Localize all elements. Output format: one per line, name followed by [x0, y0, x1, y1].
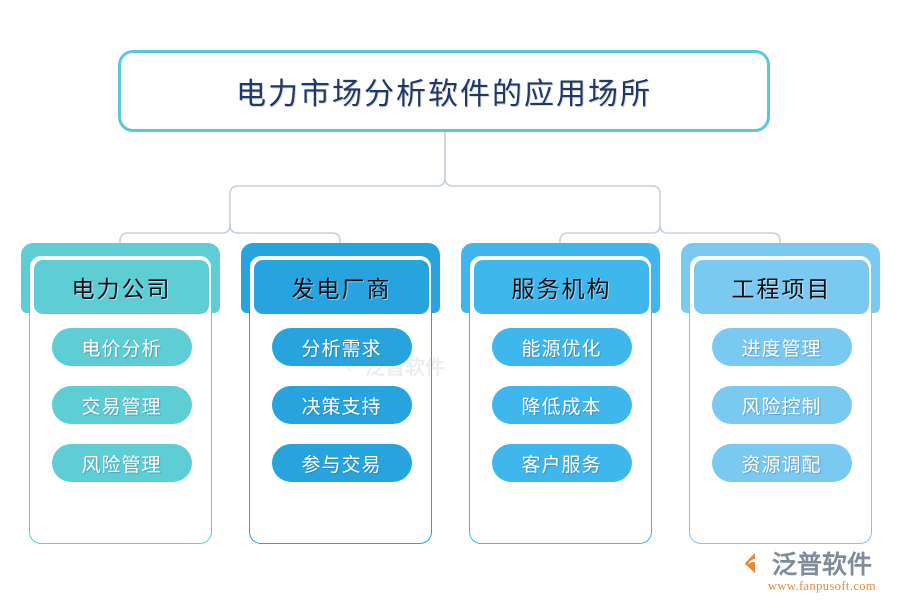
- column-item-label: 风险控制: [741, 396, 822, 418]
- column-item-label: 资源调配: [741, 454, 822, 476]
- ghost-watermark-name: 泛普软件: [365, 356, 445, 379]
- column-item[interactable]: 分析需求: [271, 328, 412, 366]
- diagram-title-box: 电力市场分析软件的应用场所: [118, 50, 770, 132]
- column-item[interactable]: 进度管理: [711, 328, 852, 366]
- column-item-label: 风险管理: [81, 454, 162, 476]
- column-title-label: 服务机构: [511, 277, 612, 302]
- brand-watermark: 泛普软件 www.fanpusoft.com: [742, 548, 894, 594]
- column-item-label: 电价分析: [81, 338, 162, 360]
- watermark-brand-name: 泛普软件: [772, 551, 873, 579]
- column-title-power-generator[interactable]: 发电厂商: [254, 260, 429, 314]
- column-item-list: 能源优化降低成本客户服务: [470, 328, 653, 502]
- column-item[interactable]: 风险管理: [51, 444, 192, 482]
- column-item[interactable]: 能源优化: [491, 328, 632, 366]
- column-power-generator[interactable]: 发电厂商分析需求决策支持参与交易: [241, 243, 440, 544]
- column-item[interactable]: 客户服务: [491, 444, 632, 482]
- fanpu-logo-icon: [744, 552, 755, 574]
- watermark-url: www.fanpusoft.com: [768, 579, 877, 593]
- column-item-label: 降低成本: [521, 396, 602, 418]
- column-title-label: 电力公司: [71, 277, 172, 302]
- column-item-label: 参与交易: [301, 454, 382, 476]
- ghost-watermark: 泛普软件: [340, 348, 470, 382]
- column-engineering-project[interactable]: 工程项目进度管理风险控制资源调配: [681, 243, 880, 544]
- column-item[interactable]: 决策支持: [271, 386, 412, 424]
- column-card: 电力公司电价分析交易管理风险管理: [29, 255, 212, 544]
- column-card: 服务机构能源优化降低成本客户服务: [469, 255, 652, 544]
- column-item[interactable]: 电价分析: [51, 328, 192, 366]
- column-title-label: 工程项目: [731, 277, 832, 302]
- column-item[interactable]: 降低成本: [491, 386, 632, 424]
- column-item[interactable]: 资源调配: [711, 444, 852, 482]
- column-title-label: 发电厂商: [291, 277, 392, 302]
- column-item-label: 进度管理: [741, 338, 822, 360]
- fanpu-logo-icon: [342, 356, 351, 374]
- column-power-company[interactable]: 电力公司电价分析交易管理风险管理: [21, 243, 220, 544]
- column-title-power-company[interactable]: 电力公司: [34, 260, 209, 314]
- column-card: 工程项目进度管理风险控制资源调配: [689, 255, 872, 544]
- column-item-label: 决策支持: [301, 396, 382, 418]
- column-item[interactable]: 风险控制: [711, 386, 852, 424]
- column-title-service-agency[interactable]: 服务机构: [474, 260, 649, 314]
- column-item-list: 电价分析交易管理风险管理: [30, 328, 213, 502]
- column-item-list: 分析需求决策支持参与交易: [250, 328, 433, 502]
- column-item-list: 进度管理风险控制资源调配: [690, 328, 873, 502]
- column-item-label: 分析需求: [301, 338, 382, 360]
- column-service-agency[interactable]: 服务机构能源优化降低成本客户服务: [461, 243, 660, 544]
- watermark-row: 泛普软件: [742, 548, 894, 579]
- column-item[interactable]: 交易管理: [51, 386, 192, 424]
- column-item-label: 交易管理: [81, 396, 162, 418]
- column-item-label: 客户服务: [521, 454, 602, 476]
- column-item[interactable]: 参与交易: [271, 444, 412, 482]
- page-title: 电力市场分析软件的应用场所: [236, 78, 652, 111]
- column-item-label: 能源优化: [521, 338, 602, 360]
- column-title-engineering-project[interactable]: 工程项目: [694, 260, 869, 314]
- column-card: 发电厂商分析需求决策支持参与交易: [249, 255, 432, 544]
